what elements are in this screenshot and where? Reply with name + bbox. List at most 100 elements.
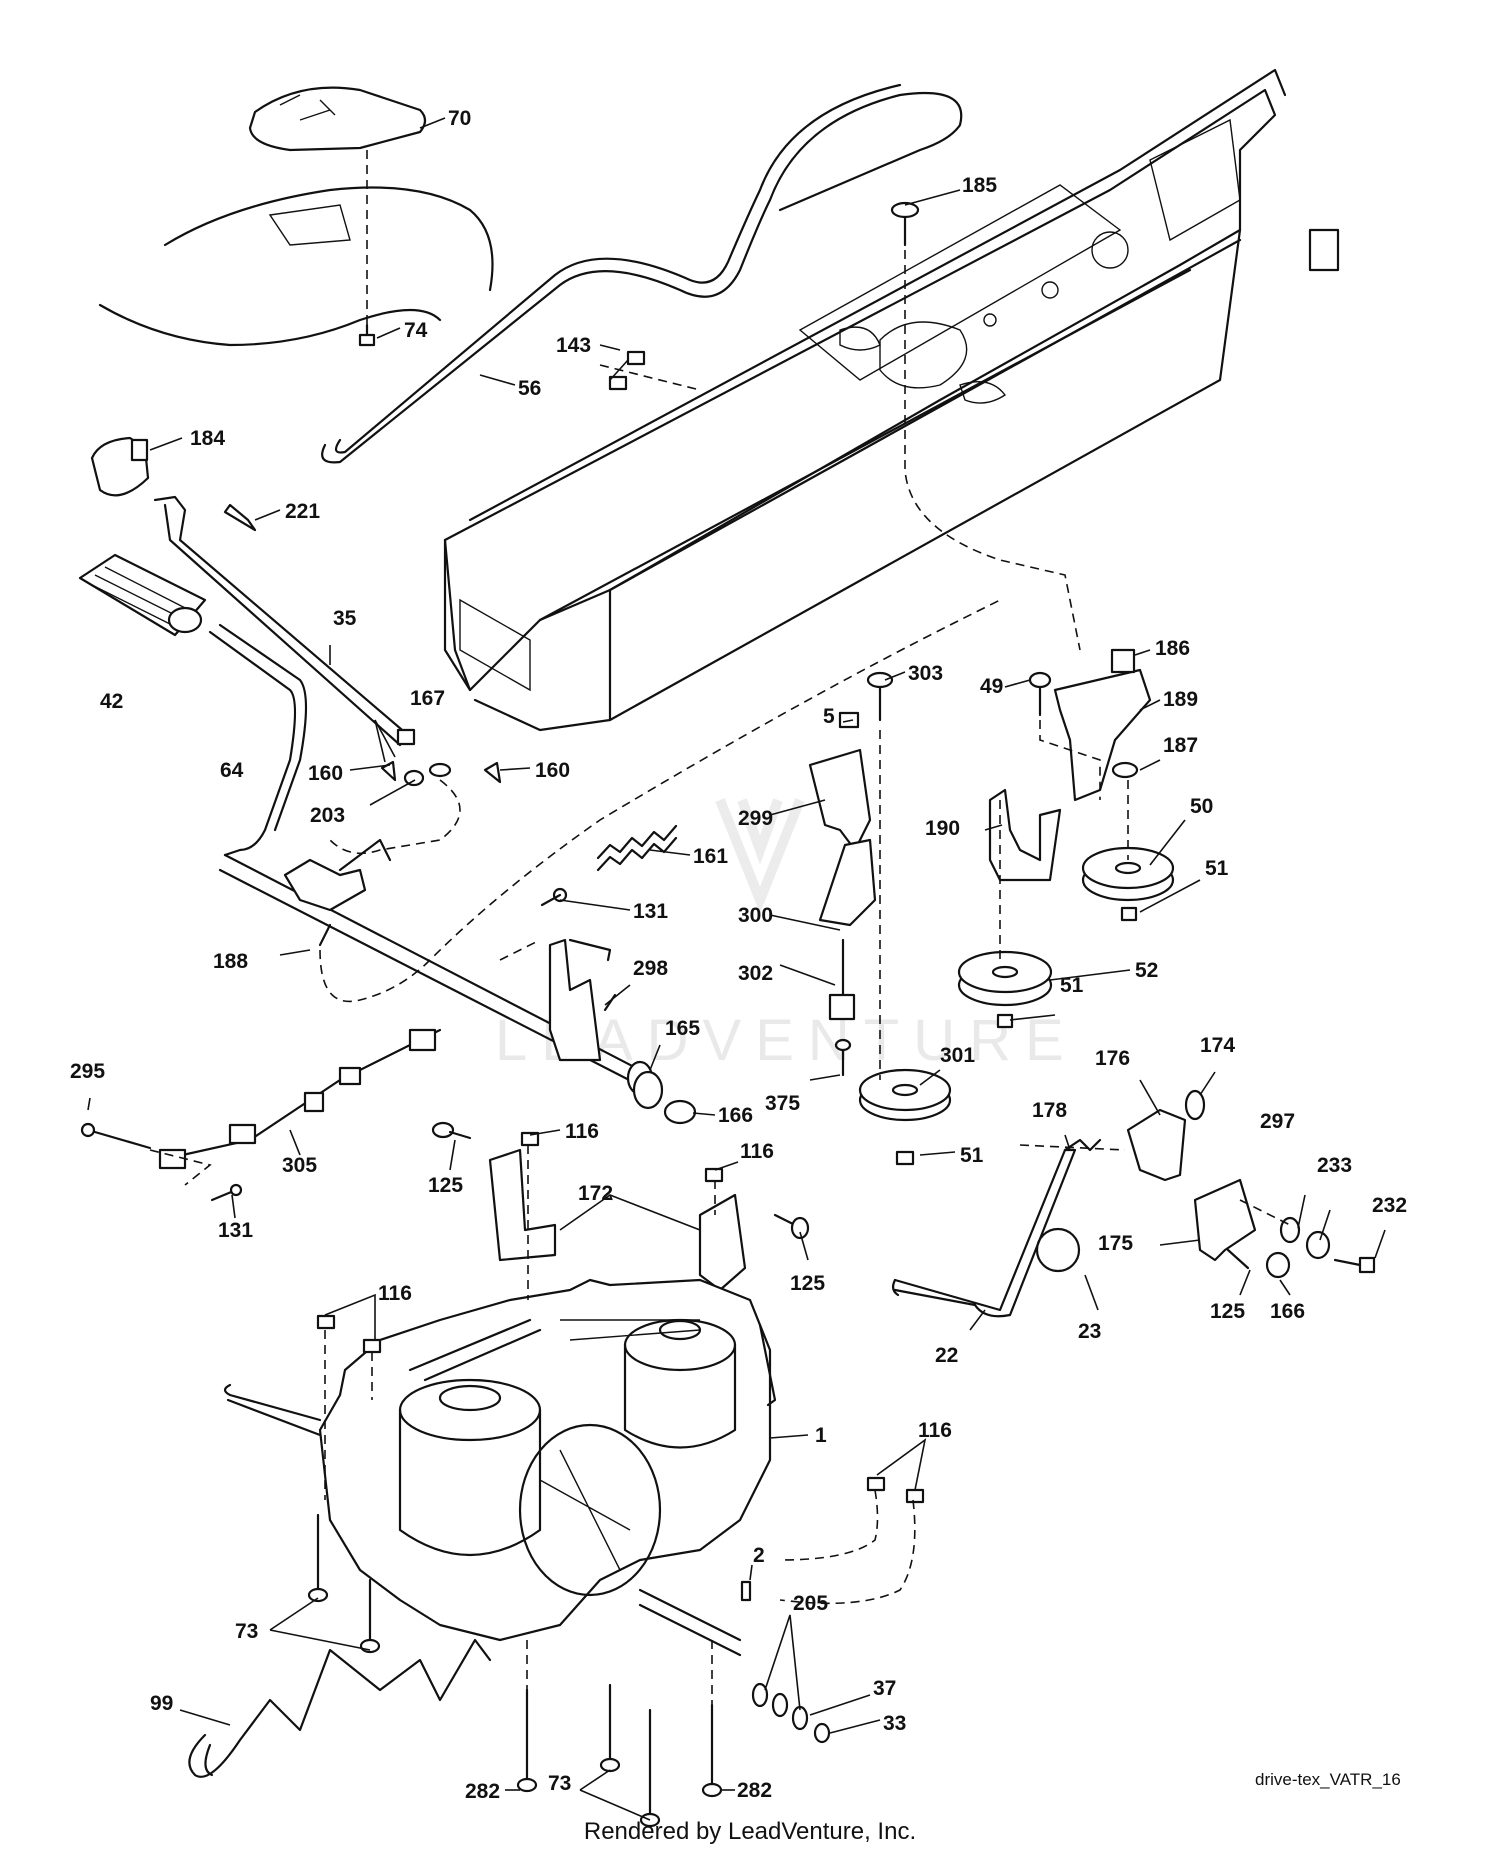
callout-187: 187: [1163, 734, 1198, 757]
pulley-part: [957, 846, 1175, 1029]
callout-160: 160: [535, 759, 570, 782]
callout-22: 22: [935, 1344, 958, 1367]
callout-178: 178: [1032, 1099, 1067, 1122]
callout-161: 161: [693, 845, 728, 868]
pedal-bracket-part: [283, 838, 392, 947]
brake-pedal-part: [78, 553, 207, 637]
callout-50: 50: [1190, 795, 1213, 818]
callout-70: 70: [448, 107, 471, 130]
callout-116: 116: [918, 1419, 952, 1442]
callout-299: 299: [738, 807, 773, 830]
callout-167: 167: [410, 687, 445, 710]
control-cable-part: [158, 1028, 442, 1170]
callout-203: 203: [310, 804, 345, 827]
callout-74: 74: [404, 319, 428, 342]
callout-232: 232: [1372, 1194, 1407, 1217]
callout-189: 189: [1163, 688, 1198, 711]
idler-pulley-part: [858, 1068, 952, 1166]
callout-186: 186: [1155, 637, 1190, 660]
callout-125: 125: [790, 1272, 825, 1295]
alignment-lines: [149, 150, 1291, 1705]
callout-42: 42: [100, 690, 123, 713]
callout-160: 160: [308, 762, 343, 785]
callout-23: 23: [1078, 1320, 1101, 1343]
callout-64: 64: [220, 759, 244, 782]
drive-linkage-part: [891, 1089, 1376, 1318]
callout-175: 175: [1098, 1232, 1133, 1255]
callout-73: 73: [235, 1620, 258, 1643]
callout-297: 297: [1260, 1110, 1295, 1133]
transaxle-part: [223, 1278, 777, 1657]
callout-131: 131: [633, 900, 668, 923]
callout-51: 51: [960, 1144, 984, 1167]
callout-2: 2: [753, 1544, 765, 1567]
idler-bracket-part: [808, 748, 877, 927]
screw-part: [608, 350, 646, 391]
callout-5: 5: [823, 705, 835, 728]
callout-125: 125: [1210, 1300, 1245, 1323]
callout-51: 51: [1060, 974, 1084, 997]
callout-184: 184: [190, 427, 225, 450]
callout-116: 116: [378, 1282, 412, 1305]
callout-295: 295: [70, 1060, 105, 1083]
bushing-part: [632, 1070, 697, 1125]
belt-guide-part: [988, 788, 1062, 882]
leader-lines: [87, 117, 1386, 1821]
callout-labels: 70 74 56 143 185 184 221 42 35 64 167 16…: [70, 107, 1407, 1803]
callout-205: 205: [793, 1592, 828, 1615]
callout-125: 125: [428, 1174, 463, 1197]
callout-35: 35: [333, 607, 357, 630]
bolt-part: [431, 1121, 810, 1240]
mount-bracket-part: [488, 1148, 747, 1292]
callout-282: 282: [737, 1779, 772, 1802]
pin-part: [80, 1122, 152, 1150]
callout-305: 305: [282, 1154, 317, 1177]
callout-298: 298: [633, 957, 668, 980]
pin-part: [223, 503, 257, 532]
callout-301: 301: [940, 1044, 975, 1067]
callout-176: 176: [1095, 1047, 1130, 1070]
callout-188: 188: [213, 950, 248, 973]
chassis-frame-part: [443, 68, 1340, 732]
callout-185: 185: [962, 174, 997, 197]
knob-part: [90, 436, 150, 497]
seat-pan-part: [248, 86, 427, 152]
brake-rod-part: [153, 495, 416, 747]
callout-49: 49: [980, 675, 1003, 698]
callout-190: 190: [925, 817, 960, 840]
callout-73: 73: [548, 1772, 571, 1795]
callout-116: 116: [565, 1120, 599, 1143]
idler-shaft-part: [828, 938, 856, 1077]
callout-174: 174: [1200, 1034, 1235, 1057]
spring-part: [596, 824, 678, 872]
callout-166: 166: [718, 1104, 753, 1127]
callout-375: 375: [765, 1092, 800, 1115]
drawing-code: drive-tex_VATR_16: [1255, 1770, 1401, 1789]
callout-99: 99: [150, 1692, 173, 1715]
callout-143: 143: [556, 334, 591, 357]
drive-belt-part: [321, 83, 963, 464]
callout-37: 37: [873, 1677, 896, 1700]
callout-51: 51: [1205, 857, 1229, 880]
callout-221: 221: [285, 500, 320, 523]
callout-300: 300: [738, 904, 773, 927]
callout-303: 303: [908, 662, 943, 685]
nut-part: [316, 1314, 925, 1504]
callout-302: 302: [738, 962, 773, 985]
callout-165: 165: [665, 1017, 700, 1040]
callout-166: 166: [1270, 1300, 1305, 1323]
control-bracket-part: [548, 887, 617, 1062]
callout-172: 172: [578, 1182, 613, 1205]
callout-56: 56: [518, 377, 541, 400]
bypass-rod-part: [188, 1638, 492, 1778]
bolt-part: [307, 1513, 723, 1828]
carriage-bolt-part: [890, 201, 920, 247]
callout-116: 116: [740, 1140, 774, 1163]
callout-233: 233: [1317, 1154, 1352, 1177]
callout-1: 1: [815, 1424, 827, 1447]
callout-131: 131: [218, 1219, 253, 1242]
callout-52: 52: [1135, 959, 1158, 982]
footer-credit: Rendered by LeadVenture, Inc.: [583, 1818, 917, 1845]
idler-arm-part: [1028, 648, 1152, 802]
